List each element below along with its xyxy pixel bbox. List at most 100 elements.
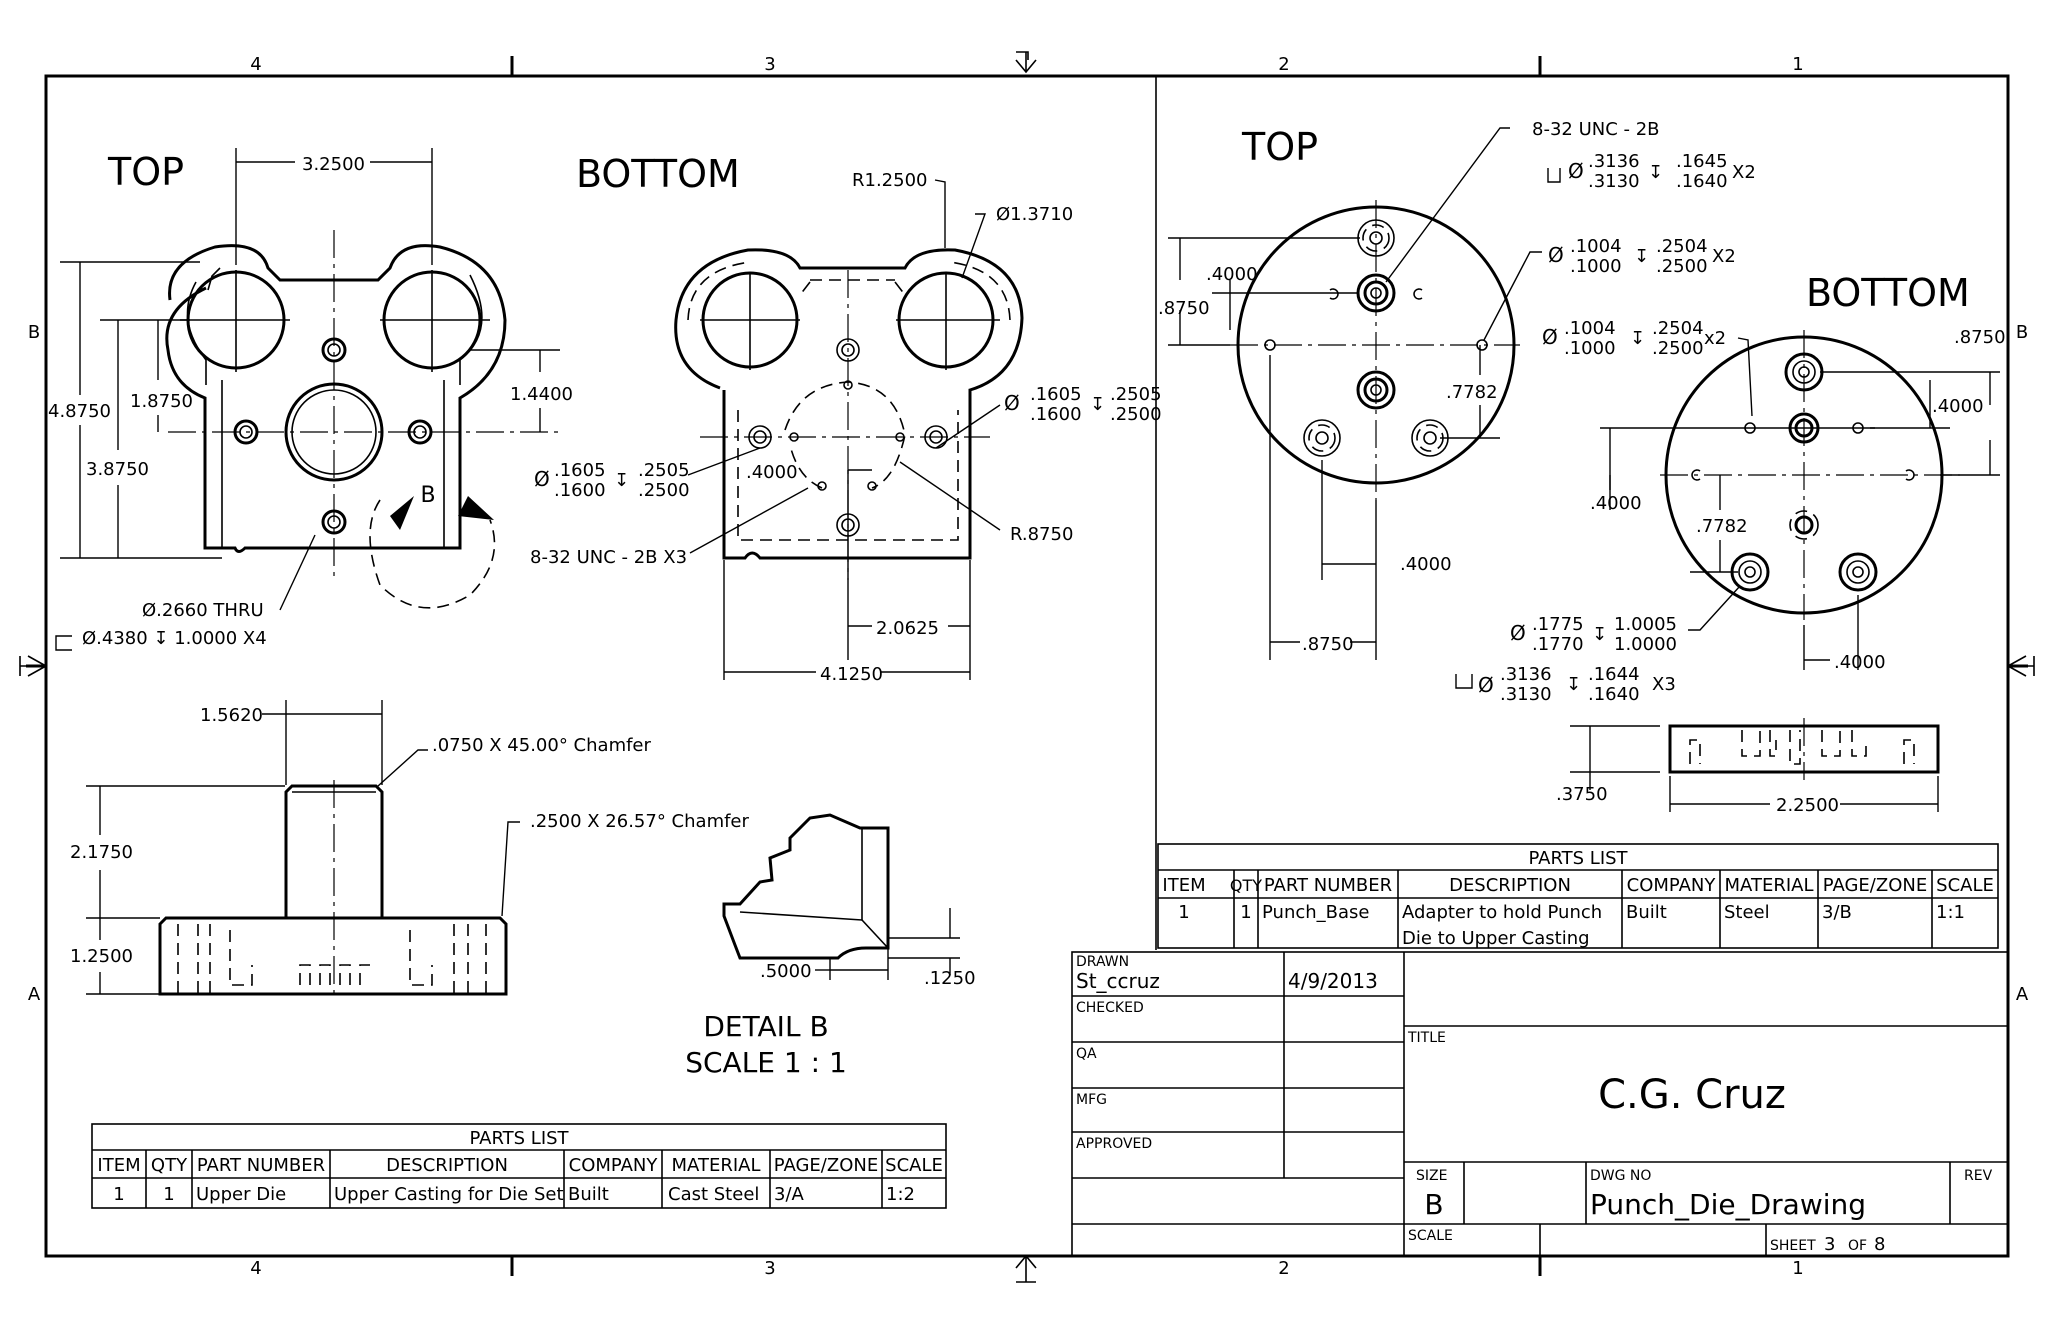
- dim-rb-x3: X3: [1652, 674, 1676, 695]
- dim-4-8750: 4.8750: [48, 401, 111, 422]
- right-bottom-view-label: BOTTOM: [1806, 271, 1970, 315]
- title-block-rev-label: REV: [1964, 1168, 1993, 1184]
- dim-4000-mid: .4000: [746, 462, 798, 483]
- dim-right-1645: .1645: [1676, 151, 1728, 172]
- dim-right-2504-b: .2504: [1652, 318, 1704, 339]
- right-bottom-dimensions: [1455, 337, 2000, 689]
- title-block-sheet-number: 3: [1824, 1234, 1835, 1255]
- zone-row-a-right: A: [2016, 984, 2029, 1005]
- dim-4-1250: 4.1250: [820, 664, 883, 685]
- parts-list-left-header-page-zone: PAGE/ZONE: [774, 1155, 878, 1176]
- parts-list-right-cell-description-line2: Die to Upper Casting: [1402, 928, 1590, 949]
- dim-1-5620: 1.5620: [200, 705, 263, 726]
- parts-list-right-cell-company: Built: [1626, 902, 1667, 923]
- parts-list-left-header-material: MATERIAL: [672, 1155, 761, 1176]
- zone-col-1-top: 1: [1792, 54, 1803, 75]
- parts-list-right-header-item: ITEM: [1162, 875, 1205, 896]
- left-side-view-dimensions: [86, 700, 520, 995]
- title-block-title: C.G. Cruz: [1598, 1072, 1786, 1118]
- depth-symbol-right-1: ↧: [1648, 162, 1663, 183]
- left-top-dimensions: [55, 148, 560, 651]
- dim-right-3130: .3130: [1588, 171, 1640, 192]
- dim-rb-2-2500: 2.2500: [1776, 795, 1839, 816]
- dim-2-0625: 2.0625: [876, 618, 939, 639]
- parts-list-left-header-part-number: PART NUMBER: [197, 1155, 325, 1176]
- dim-1605-left: .1605: [554, 460, 606, 481]
- dim-chamfer-0750: .0750 X 45.00° Chamfer: [432, 735, 652, 756]
- depth-symbol-rb-1: ↧: [1592, 624, 1607, 645]
- parts-list-right-cell-part-number: Punch_Base: [1262, 902, 1370, 923]
- dim-right-2500-b: .2500: [1652, 338, 1704, 359]
- dim-rb-7782: .7782: [1696, 516, 1748, 537]
- dim-r8750: R.8750: [1010, 524, 1073, 545]
- dim-1600-left: .1600: [554, 480, 606, 501]
- dim-dia-symbol-left: Ø: [534, 467, 550, 491]
- dim-2-1750: 2.1750: [70, 842, 133, 863]
- dim-rb-4000-b: .4000: [1590, 493, 1642, 514]
- parts-list-left-cell-qty: 1: [163, 1184, 174, 1205]
- title-block-qa-label: QA: [1076, 1046, 1097, 1062]
- title-block-of-label: OF: [1848, 1238, 1867, 1254]
- dim-rb-3130: .3130: [1500, 684, 1552, 705]
- zone-row-b-right: B: [2016, 322, 2028, 343]
- depth-symbol-right-3: ↧: [1630, 328, 1645, 349]
- title-block-drawn-label: DRAWN: [1076, 954, 1129, 970]
- depth-symbol-right: ↧: [1090, 394, 1105, 415]
- zone-col-1-bottom: 1: [1792, 1258, 1803, 1279]
- dim-832-unc-x3: 8-32 UNC - 2B X3: [530, 547, 687, 568]
- parts-list-right-header-part-number: PART NUMBER: [1264, 875, 1392, 896]
- parts-list-right-header-page-zone: PAGE/ZONE: [1823, 875, 1927, 896]
- parts-list-left-header-description: DESCRIPTION: [386, 1155, 508, 1176]
- dim-right-x2-a: X2: [1732, 162, 1756, 183]
- parts-list-left-title: PARTS LIST: [469, 1128, 569, 1149]
- left-bottom-dimensions: [687, 179, 1001, 680]
- title-block-sheet-total: 8: [1874, 1234, 1885, 1255]
- dim-1-2500: 1.2500: [70, 946, 133, 967]
- dim-rb-dia-symbol-2: Ø: [1478, 673, 1494, 697]
- right-side-profile-part: [1668, 718, 1940, 780]
- dim-right-x2-c: x2: [1704, 328, 1726, 349]
- dim-rb-1-0000: 1.0000: [1614, 634, 1677, 655]
- dim-rb-1-0005: 1.0005: [1614, 614, 1677, 635]
- parts-list-left-cell-page-zone: 3/A: [774, 1184, 805, 1205]
- zone-row-a-left: A: [28, 984, 41, 1005]
- dim-right-3136: .3136: [1588, 151, 1640, 172]
- parts-list-left-grid: [91, 1123, 947, 1209]
- title-block-dwg-no: Punch_Die_Drawing: [1590, 1188, 1866, 1221]
- detail-b-callout-label: B: [420, 483, 435, 508]
- dim-3-2500: 3.2500: [302, 154, 365, 175]
- dim-2500-left: .2500: [638, 480, 690, 501]
- dim-right-top-7782: .7782: [1446, 382, 1498, 403]
- title-block-drawn-date: 4/9/2013: [1288, 969, 1378, 993]
- dim-rb-8750: .8750: [1954, 327, 2006, 348]
- detail-b-scale: SCALE 1 : 1: [685, 1046, 847, 1079]
- title-block-mfg-label: MFG: [1076, 1092, 1107, 1108]
- dim-right-dia-symbol-2: Ø: [1548, 243, 1564, 267]
- left-top-view-part: [165, 230, 560, 609]
- dim-right-832-unc: 8-32 UNC - 2B: [1532, 119, 1660, 140]
- dim-1-4400: 1.4400: [510, 384, 573, 405]
- depth-symbol-left: ↧: [614, 470, 629, 491]
- parts-list-left-header-item: ITEM: [97, 1155, 140, 1176]
- parts-list-right-cell-material: Steel: [1724, 902, 1770, 923]
- dim-dia-2660-thru: Ø.2660 THRU: [142, 600, 264, 621]
- title-block-title-label: TITLE: [1407, 1030, 1446, 1046]
- dim-right-top-4000-b: .4000: [1400, 554, 1452, 575]
- depth-symbol-rb-2: ↧: [1566, 674, 1581, 695]
- dim-2505-right: .2505: [1110, 384, 1162, 405]
- parts-list-left-cell-material: Cast Steel: [668, 1184, 759, 1205]
- dim-rb-4000-c: .4000: [1834, 652, 1886, 673]
- right-side-profile-dimensions: [1570, 725, 1939, 812]
- dim-dia-symbol-right: Ø: [1004, 391, 1020, 415]
- left-top-view-label: TOP: [107, 150, 184, 194]
- dim-rb-1770: .1770: [1532, 634, 1584, 655]
- detail-b-title: DETAIL B: [703, 1010, 828, 1043]
- parts-list-left-cell-scale: 1:2: [886, 1184, 915, 1205]
- parts-list-right-cell-item: 1: [1178, 902, 1189, 923]
- parts-list-right-header-company: COMPANY: [1627, 875, 1717, 896]
- right-bottom-view-part: [1660, 330, 1960, 620]
- sheet-border: [19, 51, 2035, 1283]
- parts-list-right-header-qty: QTY: [1230, 876, 1262, 895]
- dim-rb-1640: .1640: [1588, 684, 1640, 705]
